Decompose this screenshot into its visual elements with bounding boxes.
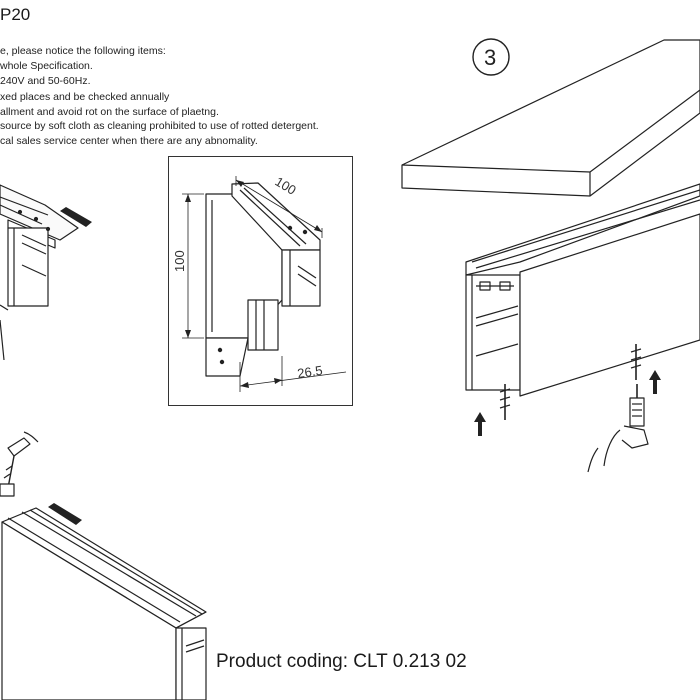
- note-line-3: 240V and 50-60Hz.: [0, 75, 91, 87]
- height-dimension-label: 100: [172, 250, 187, 272]
- note-line-2: whole Specification.: [0, 60, 93, 72]
- corner-drawing: [182, 176, 347, 392]
- insert-arrow-icon: [60, 207, 92, 227]
- profile-insert-illustration: [0, 431, 207, 700]
- step-3-illustration: [401, 39, 700, 473]
- dimension-drawing-frame: [168, 156, 353, 406]
- note-line-4: xed places and be checked annually: [0, 91, 170, 103]
- depth-dimension-label: 26.5: [296, 363, 323, 381]
- width-dimension-label: 100: [272, 174, 298, 198]
- note-line-6: source by soft cloth as cleaning prohibi…: [0, 120, 319, 132]
- up-arrow-icon: [649, 370, 661, 394]
- note-line-5: allment and avoid rot on the surface of …: [0, 106, 219, 118]
- insert-arrow-icon: [48, 503, 82, 525]
- up-arrow-icon: [474, 412, 486, 436]
- note-line-1: e, please notice the following items:: [0, 45, 166, 57]
- product-coding: Product coding: CLT 0.213 02: [216, 651, 467, 672]
- note-line-7: cal sales service center when there are …: [0, 135, 258, 147]
- model-header: P20: [0, 5, 31, 24]
- corner-connector-illustration: [0, 184, 79, 361]
- step-number: 3: [484, 45, 496, 70]
- step-number-badge: [472, 38, 510, 76]
